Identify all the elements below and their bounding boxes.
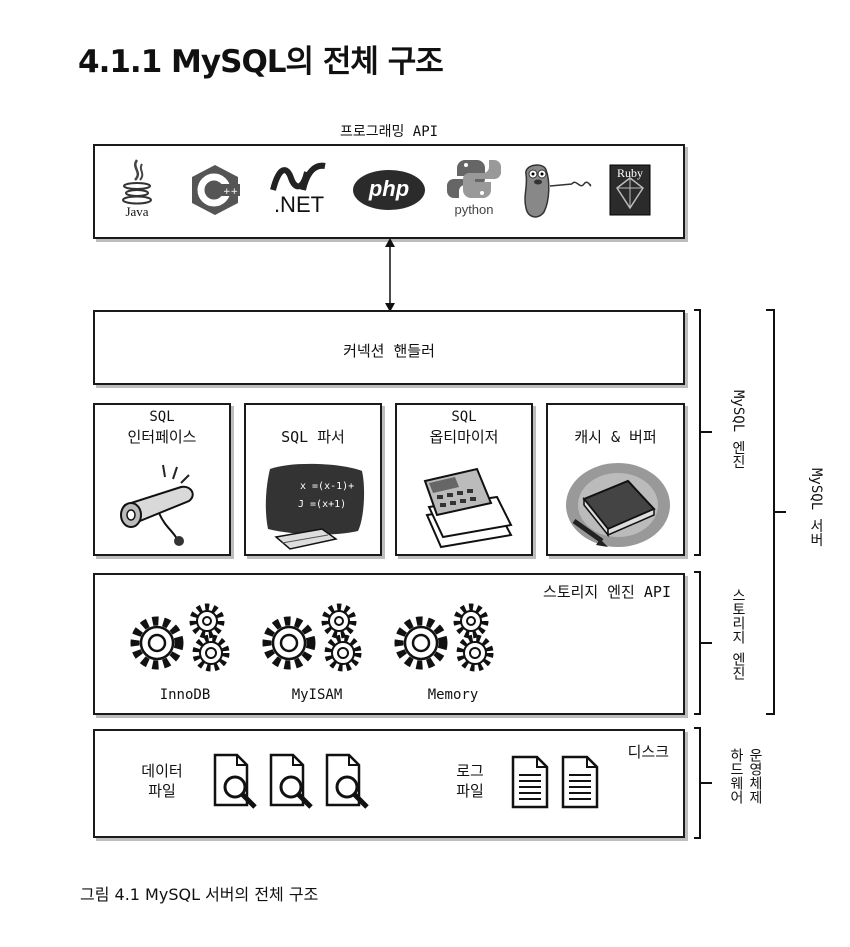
dotnet-icon: .NET [267, 162, 331, 220]
gears-icon [394, 603, 494, 672]
mysql-server-label: MySQL 서버 [808, 468, 824, 547]
module-label-line1: SQL [451, 409, 477, 425]
module-label-line2: 캐시 & 버퍼 [574, 428, 657, 446]
php-text: php [368, 176, 410, 201]
storage-engine-box: 스토리지 엔진 API InnoDB MyISAM Memory [93, 573, 685, 715]
mysql-engine-label: MySQL 엔진 [730, 390, 746, 469]
python-icon: python [445, 158, 503, 222]
page-title: 4.1.1 MySQL의 전체 구조 [78, 44, 444, 80]
innodb-label: InnoDB [159, 687, 211, 703]
notebook-icon [566, 463, 670, 547]
java-icon: Java [117, 158, 157, 220]
programming-api-label: 프로그래밍 API [339, 124, 439, 140]
module-label-line2: 인터페이스 [127, 428, 197, 446]
module-label-line2: SQL 파서 [281, 428, 345, 446]
log-file-icon [511, 755, 549, 809]
gears-icon [262, 603, 362, 672]
disk-box: 디스크 데이터 파일 로그 파일 [93, 729, 685, 838]
figure-caption: 그림 4.1 MySQL 서버의 전체 구조 [80, 885, 319, 904]
go-icon [520, 160, 592, 222]
programming-api-box: Java ++ .NET php python [93, 144, 685, 239]
sql-interface-box: SQL 인터페이스 [93, 403, 231, 556]
ruby-text: Ruby [616, 166, 643, 180]
java-text: Java [125, 204, 149, 219]
gears-icon [130, 603, 230, 672]
python-text: python [454, 202, 494, 217]
php-icon: php [351, 168, 427, 212]
connection-handler-box: 커넥션 핸들러 [93, 310, 685, 385]
module-label-line2: 옵티마이저 [429, 428, 499, 446]
scroll-icon [120, 464, 194, 546]
svg-text:J =(x+1): J =(x+1) [298, 499, 346, 510]
cache-buffer-box: 캐시 & 버퍼 [546, 403, 685, 556]
ruby-icon: Ruby [609, 164, 651, 216]
svg-text:++: ++ [223, 187, 238, 197]
myisam-label: MyISAM [291, 687, 343, 703]
data-file-icon [269, 753, 313, 809]
c-plus-plus-icon: ++ [190, 164, 240, 216]
data-file-label-line1: 데이터 [141, 762, 183, 780]
svg-text:x =(x-1)+: x =(x-1)+ [300, 481, 354, 492]
data-file-label-line2: 파일 [148, 782, 176, 800]
log-file-icon [561, 755, 599, 809]
storage-engine-api-label: 스토리지 엔진 API [543, 583, 671, 601]
calculator-icon [423, 467, 513, 549]
connection-handler-label: 커넥션 핸들러 [343, 342, 435, 360]
chalkboard-icon: x =(x-1)+ J =(x+1) [265, 463, 365, 550]
dotnet-text: .NET [273, 192, 325, 217]
log-file-label-line2: 파일 [456, 782, 484, 800]
data-file-icon [213, 753, 257, 809]
memory-label: Memory [427, 687, 479, 703]
hardware-label: 하드웨어 [728, 748, 744, 804]
log-file-label-line1: 로그 [456, 762, 484, 780]
disk-label: 디스크 [627, 743, 669, 761]
api-connection-arrow [385, 238, 395, 312]
storage-engine-side-label: 스토리지 엔진 [730, 588, 746, 681]
module-label-line1: SQL [149, 409, 175, 425]
os-label: 운영체제 [747, 748, 763, 804]
data-file-icon [325, 753, 369, 809]
grouping-brackets [694, 309, 786, 839]
sql-parser-box: SQL 파서 x =(x-1)+ J =(x+1) [244, 403, 382, 556]
sql-optimizer-box: SQL 옵티마이저 [395, 403, 533, 556]
